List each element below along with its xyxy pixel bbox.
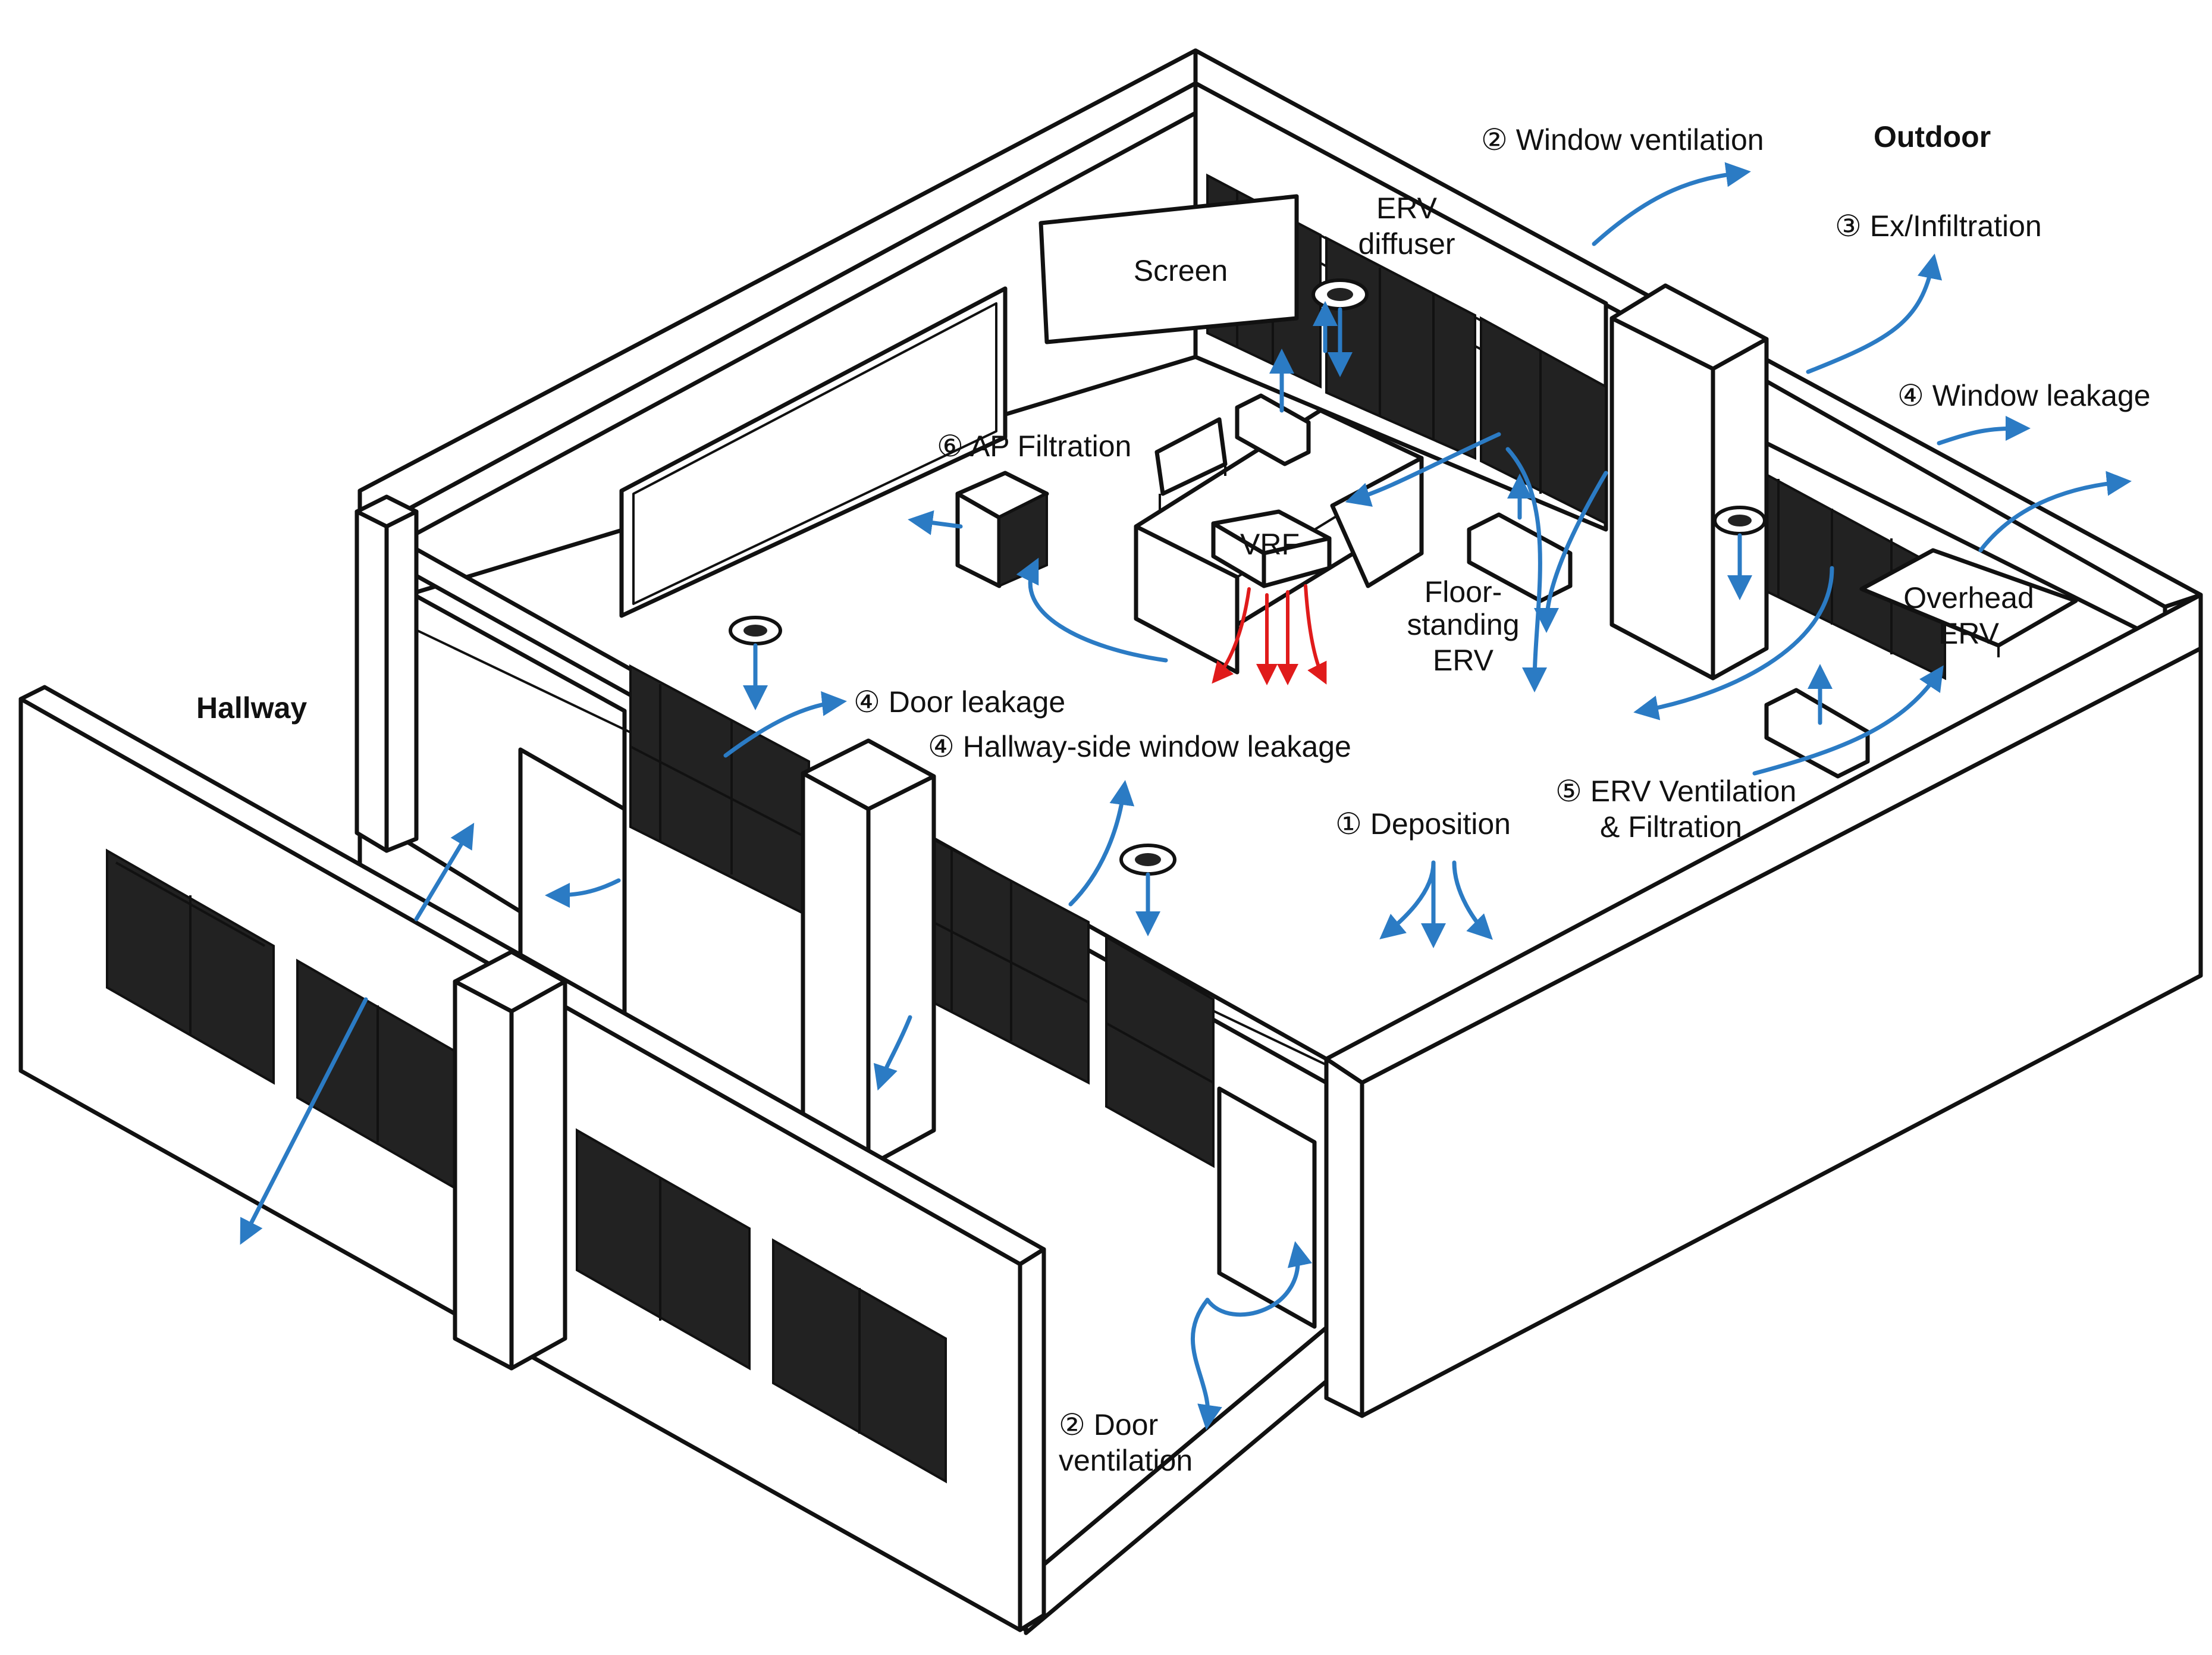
hallway-window-leakage-label: ④ Hallway-side window leakage bbox=[928, 730, 1351, 763]
right-outer-wall bbox=[1324, 593, 2203, 1418]
hallway-label: Hallway bbox=[196, 691, 308, 725]
floor-standing-erv-label-line2: standing bbox=[1407, 608, 1520, 641]
floor-standing-erv-label-line3: ERV bbox=[1433, 644, 1494, 677]
erv-ventilation-label-line2: & Filtration bbox=[1600, 810, 1742, 844]
vrf-label: VRF bbox=[1240, 528, 1300, 561]
vrf-warm-airflow bbox=[1212, 584, 1327, 685]
outdoor-label: Outdoor bbox=[1874, 120, 1991, 153]
window-ventilation-label: ② Window ventilation bbox=[1481, 123, 1764, 156]
overhead-erv-label-line1: Overhead bbox=[1903, 581, 2034, 615]
overhead-erv-unit bbox=[1859, 548, 2078, 657]
screen-label: Screen bbox=[1133, 254, 1228, 287]
vrf-unit bbox=[1211, 509, 1332, 588]
chair bbox=[1154, 417, 1228, 512]
floor-standing-erv-units bbox=[1235, 393, 1870, 779]
screen bbox=[1038, 194, 1299, 344]
airflow-arrows bbox=[240, 162, 2132, 1430]
partition-pillars bbox=[354, 494, 936, 1168]
hallway-outer-wall bbox=[18, 685, 1046, 1632]
window-leakage-label: ④ Window leakage bbox=[1897, 379, 2151, 412]
erv-diffuser-label-line1: ERV bbox=[1376, 192, 1437, 225]
overhead-erv-label-line2: ERV bbox=[1938, 617, 1999, 650]
hallway-outer-windows bbox=[106, 848, 947, 1484]
ap-filtration-label: ⑥ AP Filtration bbox=[937, 430, 1132, 463]
erv-ventilation-label-line1: ⑤ ERV Ventilation bbox=[1555, 775, 1797, 808]
outdoor-pillar bbox=[1609, 283, 1769, 681]
door-ventilation-label-line2: ventilation bbox=[1059, 1444, 1193, 1477]
door-leakage-label: ④ Door leakage bbox=[854, 685, 1066, 719]
floor-standing-erv-label-line1: Floor- bbox=[1424, 575, 1502, 609]
ex-infiltration-label: ③ Ex/Infiltration bbox=[1835, 209, 2042, 243]
whiteboard bbox=[619, 286, 1008, 618]
deposition-label: ① Deposition bbox=[1335, 807, 1511, 841]
erv-diffuser-label-line2: diffuser bbox=[1358, 227, 1455, 261]
hallway-side-windows bbox=[629, 664, 1215, 1168]
door-ventilation-label-line1: ② Door bbox=[1059, 1408, 1159, 1441]
